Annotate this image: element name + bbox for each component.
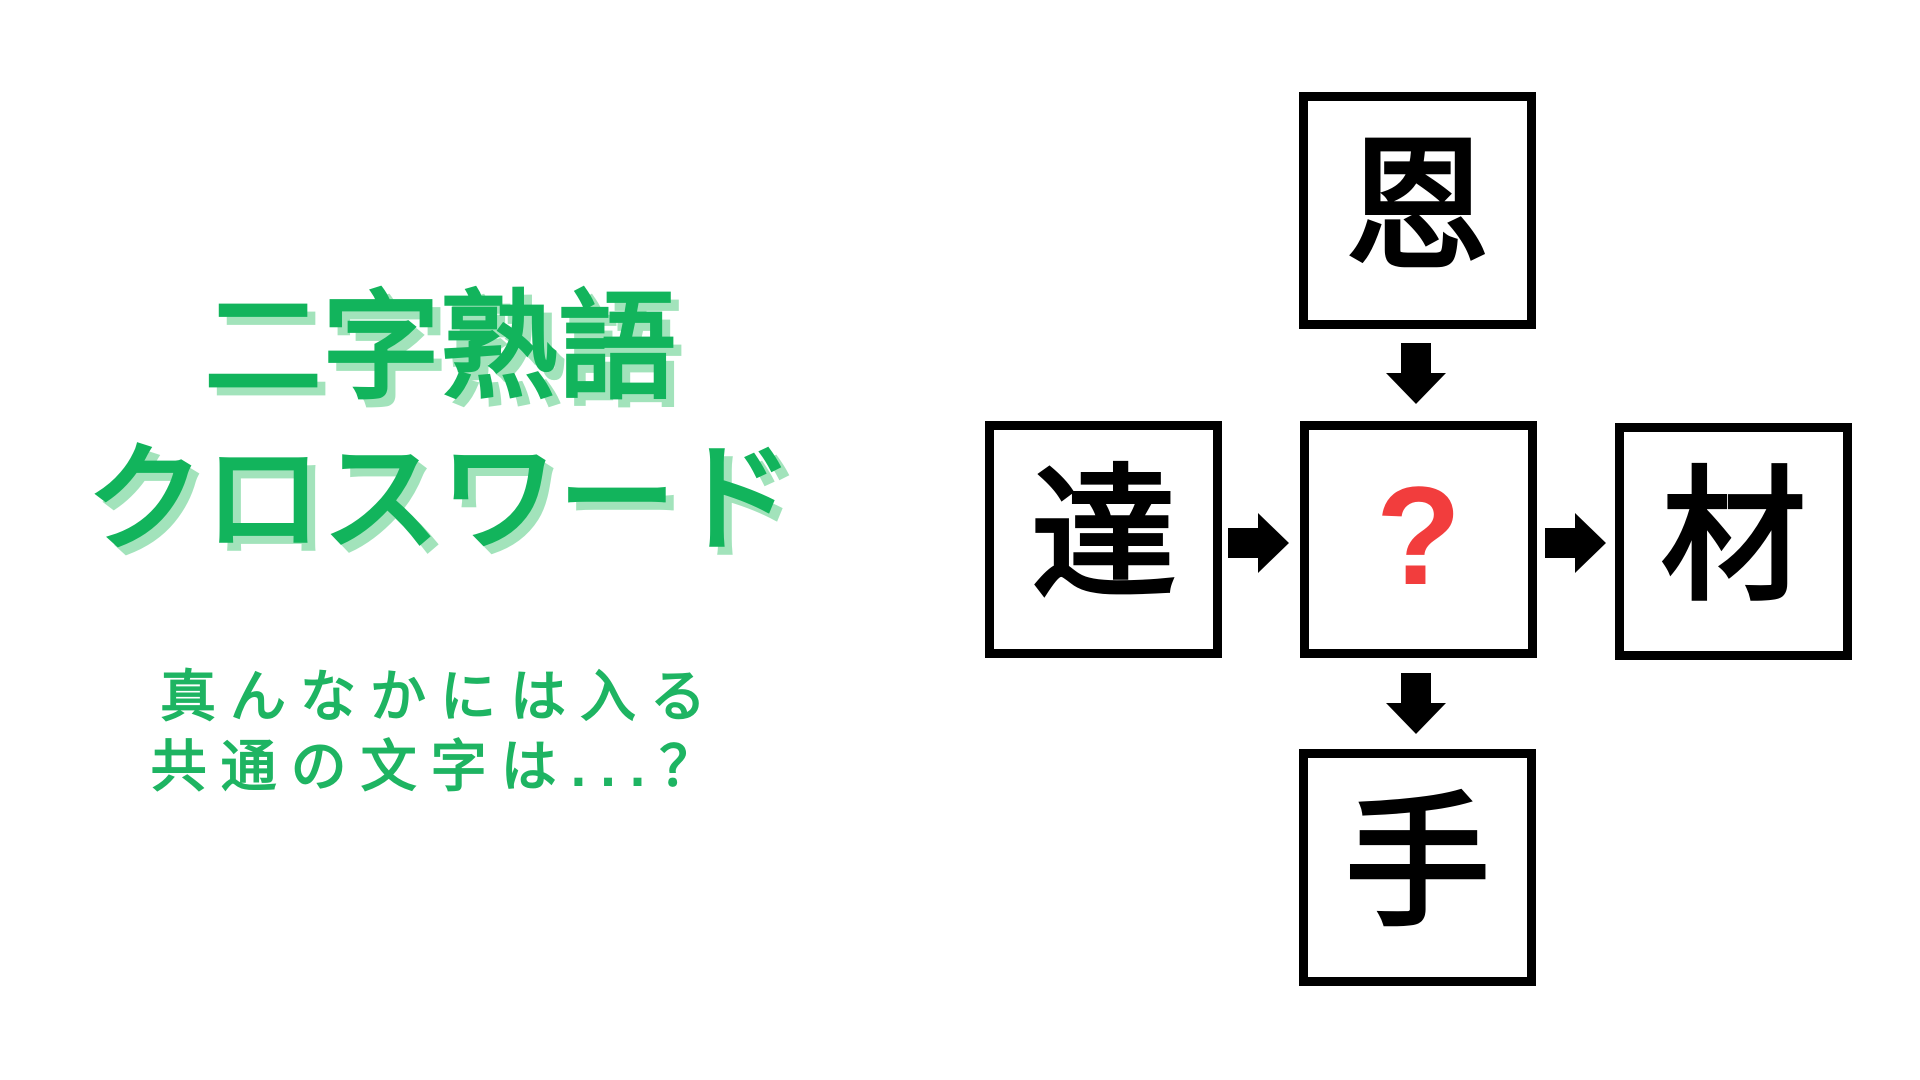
subtitle-line-1: 真んなかには入る [160,665,720,728]
arrow-down-icon [1386,343,1446,404]
arrow-down-shape [1386,343,1446,404]
arrow-down-shape [1386,673,1446,734]
arrow-right-shape [1228,513,1289,573]
kanji-box-center: ? [1300,421,1537,658]
kanji-bottom: 手 [1345,782,1490,944]
arrow-right-icon [1228,513,1289,573]
question-mark: ? [1375,456,1462,614]
arrow-down-icon [1386,673,1446,734]
arrow-right-icon [1545,513,1606,573]
subtitle-line-2: 共通の文字は...？ [150,735,730,798]
subtitle: 真んなかには入る 共通の文字は...？ [0,662,880,802]
arrow-right-shape [1545,513,1606,573]
kanji-top: 恩 [1345,125,1490,287]
kanji-box-right: 材 [1615,423,1852,660]
kanji-left: 達 [1031,454,1176,616]
kanji-box-bottom: 手 [1299,749,1536,986]
kanji-box-top: 恩 [1299,92,1536,329]
title-line-1: 二字熟語 [203,282,676,414]
page-title: 二字熟語 クロスワード [0,272,880,576]
kanji-right: 材 [1661,456,1806,618]
title-line-2: クロスワード [85,434,794,566]
kanji-box-left: 達 [985,421,1222,658]
